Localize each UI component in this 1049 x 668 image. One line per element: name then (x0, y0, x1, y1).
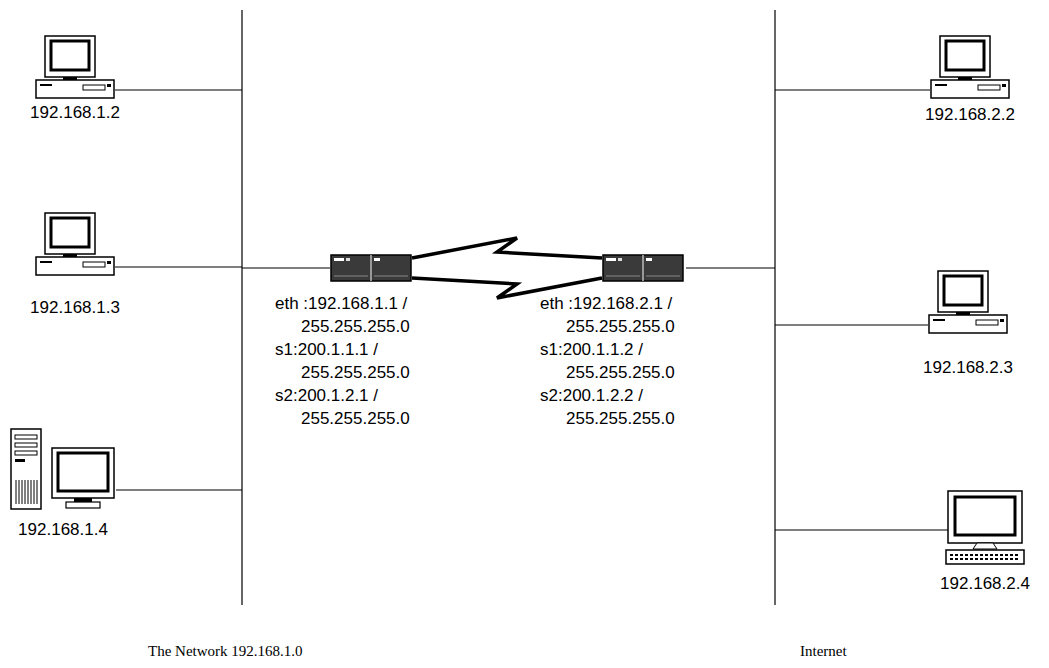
computer-symbol (35, 212, 115, 276)
ip-address: 192.168.1.2 (30, 103, 120, 123)
bus-line (774, 10, 775, 605)
router-node: eth :192.168.1.1 / 255.255.255.0s1:200.1… (330, 254, 412, 282)
ip-address: 192.168.1.4 (18, 520, 108, 540)
computer-node: 192.168.2.3 (928, 270, 1008, 334)
interface-address: s1:200.1.1.1 / 255.255.255.0 (275, 338, 435, 384)
router-symbol (330, 254, 412, 282)
computer-symbol (928, 270, 1008, 334)
interface-config: eth :192.168.1.1 / 255.255.255.0s1:200.1… (275, 292, 435, 430)
drop-cable (115, 266, 242, 267)
drop-cable (775, 529, 948, 530)
interface-address: s1:200.1.1.2 / 255.255.255.0 (540, 338, 700, 384)
network-caption: The Network 192.168.1.0 (148, 642, 303, 660)
computer-symbol (945, 490, 1025, 566)
ip-address: 192.168.2.2 (925, 105, 1015, 125)
interface-address: eth :192.168.1.1 / 255.255.255.0 (275, 292, 435, 338)
computer-node: 192.168.1.4 (10, 428, 116, 510)
computer-node: 192.168.2.4 (945, 490, 1025, 566)
ip-address: 192.168.1.3 (30, 298, 120, 318)
interface-address: s2:200.1.2.1 / 255.255.255.0 (275, 384, 435, 430)
drop-cable (115, 89, 242, 90)
computer-node: 192.168.1.3 (35, 212, 115, 276)
computer-symbol (930, 35, 1010, 99)
drop-cable (686, 267, 775, 268)
computer-node: 192.168.2.2 (930, 35, 1010, 99)
router-node: eth :192.168.2.1 / 255.255.255.0s1:200.1… (602, 254, 684, 282)
ip-address: 192.168.2.4 (940, 574, 1030, 594)
ip-address: 192.168.2.3 (923, 358, 1013, 378)
computer-symbol (35, 35, 115, 99)
drop-cable (116, 489, 242, 490)
computer-symbol (10, 428, 116, 510)
drop-cable (242, 267, 330, 268)
drop-cable (775, 324, 928, 325)
interface-config: eth :192.168.2.1 / 255.255.255.0s1:200.1… (540, 292, 700, 430)
router-symbol (602, 254, 684, 282)
serial-link (412, 238, 602, 258)
interface-address: s2:200.1.2.2 / 255.255.255.0 (540, 384, 700, 430)
bus-line (241, 10, 242, 605)
network-caption: Internet (800, 642, 847, 660)
interface-address: eth :192.168.2.1 / 255.255.255.0 (540, 292, 700, 338)
drop-cable (775, 89, 930, 90)
computer-node: 192.168.1.2 (35, 35, 115, 99)
